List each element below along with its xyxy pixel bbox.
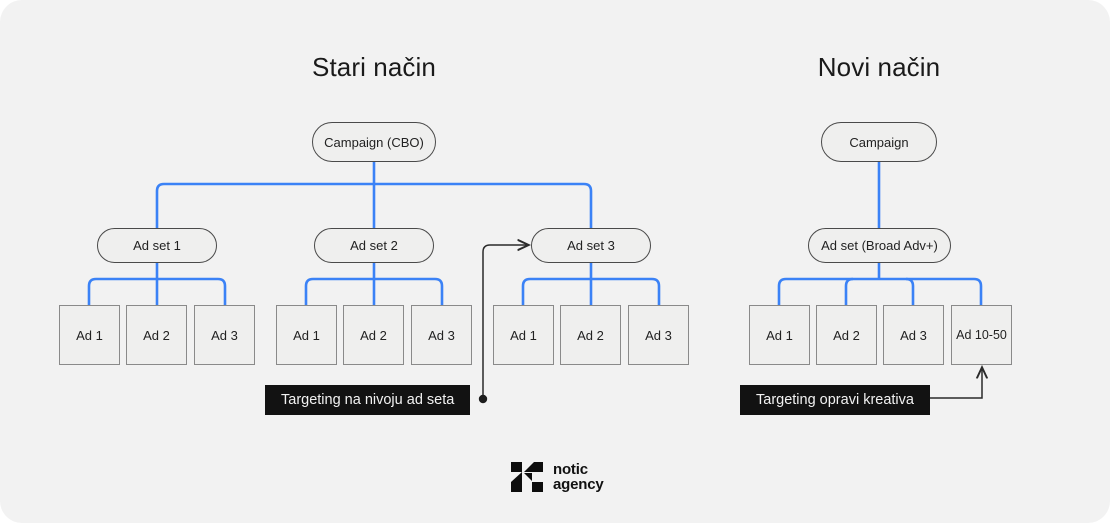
node-label: Ad 3: [900, 327, 927, 343]
node-label: Ad 1: [766, 327, 793, 343]
node-ad-r-4[interactable]: Ad 10-50: [951, 305, 1012, 365]
node-label: Ad 2: [360, 327, 387, 343]
node-label: Ad 3: [428, 327, 455, 343]
node-label: Ad 2: [833, 327, 860, 343]
node-label: Ad 10-50: [956, 328, 1007, 342]
node-adset-1[interactable]: Ad set 1: [97, 228, 217, 263]
node-label: Ad set 1: [133, 238, 181, 253]
callout-left: Targeting na nivoju ad seta: [265, 385, 471, 415]
title-left: Stari način: [312, 52, 436, 82]
node-label: Ad 2: [577, 327, 604, 343]
node-ad-g3-3[interactable]: Ad 3: [628, 305, 689, 365]
node-label: Ad 1: [510, 327, 537, 343]
node-ad-g1-3[interactable]: Ad 3: [194, 305, 255, 365]
node-label: Ad set 3: [567, 238, 615, 253]
logo-line-1: notic: [553, 461, 588, 478]
node-label: Ad 3: [211, 327, 238, 343]
node-ad-g2-2[interactable]: Ad 2: [343, 305, 404, 365]
node-adset-3[interactable]: Ad set 3: [531, 228, 651, 263]
title-right: Novi način: [817, 52, 941, 82]
node-ad-r-1[interactable]: Ad 1: [749, 305, 810, 365]
logo-line-2: agency: [553, 476, 604, 493]
node-ad-g1-2[interactable]: Ad 2: [126, 305, 187, 365]
node-adset-2[interactable]: Ad set 2: [314, 228, 434, 263]
callout-text: Targeting opravi kreativa: [756, 392, 914, 408]
node-ad-g1-1[interactable]: Ad 1: [59, 305, 120, 365]
node-label: Campaign: [849, 134, 909, 150]
node-campaign-left[interactable]: Campaign (CBO): [312, 122, 436, 162]
node-label: Ad 1: [293, 327, 320, 343]
node-ad-r-3[interactable]: Ad 3: [883, 305, 944, 365]
node-ad-g3-2[interactable]: Ad 2: [560, 305, 621, 365]
node-adset-broad[interactable]: Ad set (Broad Adv+): [808, 228, 951, 263]
callout-right: Targeting opravi kreativa: [740, 385, 930, 415]
node-label: Campaign (CBO): [324, 134, 424, 150]
notic-logo-mark: [511, 462, 543, 492]
node-label: Ad 1: [76, 327, 103, 343]
node-ad-g3-1[interactable]: Ad 1: [493, 305, 554, 365]
callout-text: Targeting na nivoju ad seta: [281, 392, 455, 408]
callout-left-dot: [478, 394, 488, 404]
node-ad-g2-1[interactable]: Ad 1: [276, 305, 337, 365]
node-ad-g2-3[interactable]: Ad 3: [411, 305, 472, 365]
brand-logo: notic agency: [510, 460, 604, 494]
node-label: Ad 2: [143, 327, 170, 343]
node-ad-r-2[interactable]: Ad 2: [816, 305, 877, 365]
node-label: Ad set 2: [350, 238, 398, 253]
node-label: Ad 3: [645, 327, 672, 343]
node-campaign-right[interactable]: Campaign: [821, 122, 937, 162]
node-label: Ad set (Broad Adv+): [821, 238, 938, 253]
